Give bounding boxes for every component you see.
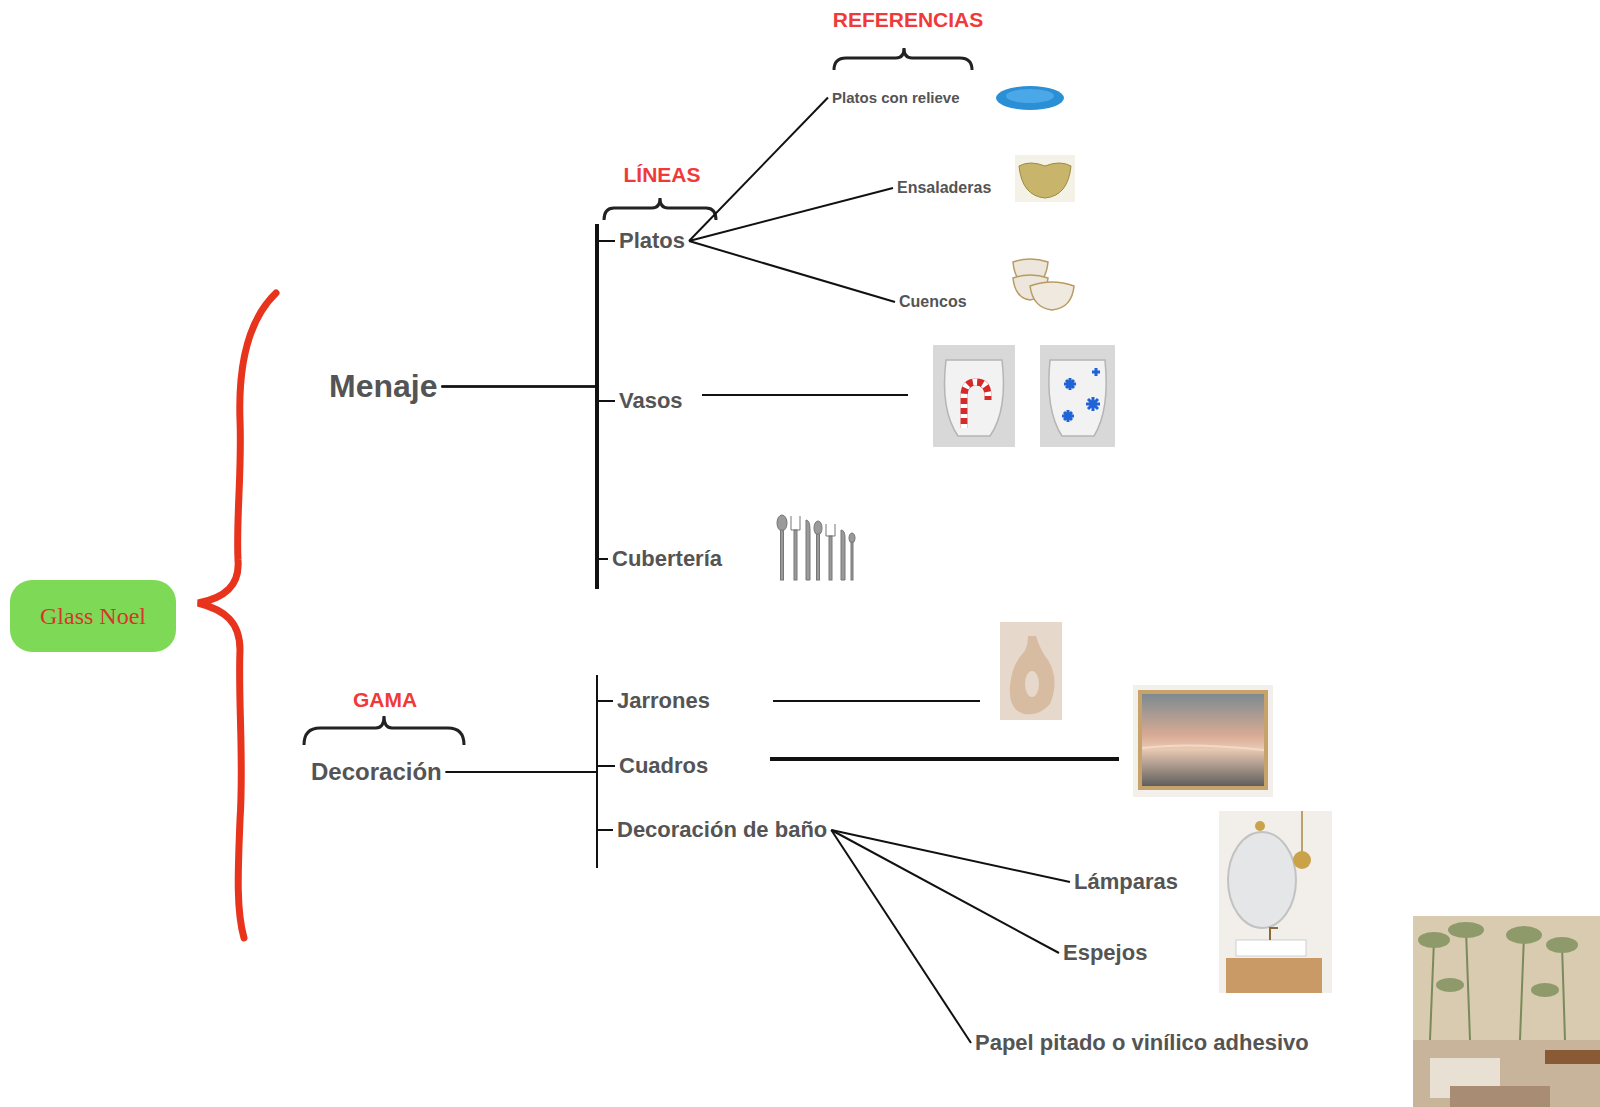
node-text: Platos con relieve <box>832 89 960 106</box>
tree-item: Menaje <box>325 366 441 407</box>
node-text: Cuadros <box>619 753 708 779</box>
connector-line <box>689 98 828 242</box>
brace <box>834 48 972 70</box>
connector-line <box>441 387 615 402</box>
brace <box>304 716 464 745</box>
red-brace <box>198 293 276 938</box>
vase-picture <box>1000 622 1062 720</box>
connector-line <box>446 772 613 830</box>
tree-item: Decoración <box>307 756 446 788</box>
snowflake-glass-picture <box>1040 345 1115 447</box>
leader-line <box>770 757 1119 761</box>
tree-item: Cuencos <box>895 291 971 313</box>
painting-picture <box>1133 685 1273 797</box>
node-text: Cuencos <box>899 293 967 311</box>
candy-cane-glass-picture <box>933 345 1015 447</box>
node-text: Espejos <box>1063 940 1147 966</box>
section-heading: GAMA <box>353 688 417 712</box>
tree-item: Vasos <box>615 386 687 416</box>
bathroom-picture <box>1219 811 1332 993</box>
tree-item: Platos <box>615 226 689 256</box>
node-text: Glass Noel <box>40 603 146 630</box>
cutlery-picture <box>777 515 855 580</box>
connector-line <box>689 241 895 302</box>
node-text: Lámparas <box>1074 869 1178 895</box>
node-text: Cubertería <box>612 546 722 572</box>
salad-bowl-picture <box>1015 155 1075 202</box>
brace <box>604 198 716 220</box>
plate-picture <box>996 86 1064 110</box>
connector-line <box>831 830 1070 882</box>
root-box: Glass Noel <box>10 580 176 652</box>
tree-item: Platos con relieve <box>828 87 964 108</box>
leader-line <box>702 394 908 396</box>
tree-item: Ensaladeras <box>893 177 995 199</box>
tree-item: Cubertería <box>608 544 726 574</box>
tree-item: Decoración de baño <box>613 815 831 845</box>
node-text: Ensaladeras <box>897 179 991 197</box>
connector-line <box>441 241 615 387</box>
connector-line <box>446 701 613 772</box>
leader-line <box>773 700 980 702</box>
tree-item: Jarrones <box>613 686 714 716</box>
node-text: Jarrones <box>617 688 710 714</box>
wallpaper-picture <box>1413 916 1600 1107</box>
connector-line <box>831 830 971 1043</box>
connector-line <box>441 387 608 560</box>
node-text: Decoración <box>311 758 442 786</box>
section-heading: REFERENCIAS <box>833 8 984 32</box>
node-text: Menaje <box>329 368 437 405</box>
tree-item: Cuadros <box>615 751 712 781</box>
node-text: Vasos <box>619 388 683 414</box>
tree-item: Espejos <box>1059 938 1151 968</box>
bowls-picture <box>1010 250 1076 314</box>
tree-item: Lámparas <box>1070 867 1182 897</box>
connector-line <box>689 188 893 241</box>
tree-item: Papel pitado o vinílico adhesivo <box>971 1028 1313 1058</box>
node-text: Platos <box>619 228 685 254</box>
node-text: Decoración de baño <box>617 817 827 843</box>
connector-line <box>831 830 1059 953</box>
node-text: Papel pitado o vinílico adhesivo <box>975 1030 1309 1056</box>
section-heading: LÍNEAS <box>623 163 700 187</box>
